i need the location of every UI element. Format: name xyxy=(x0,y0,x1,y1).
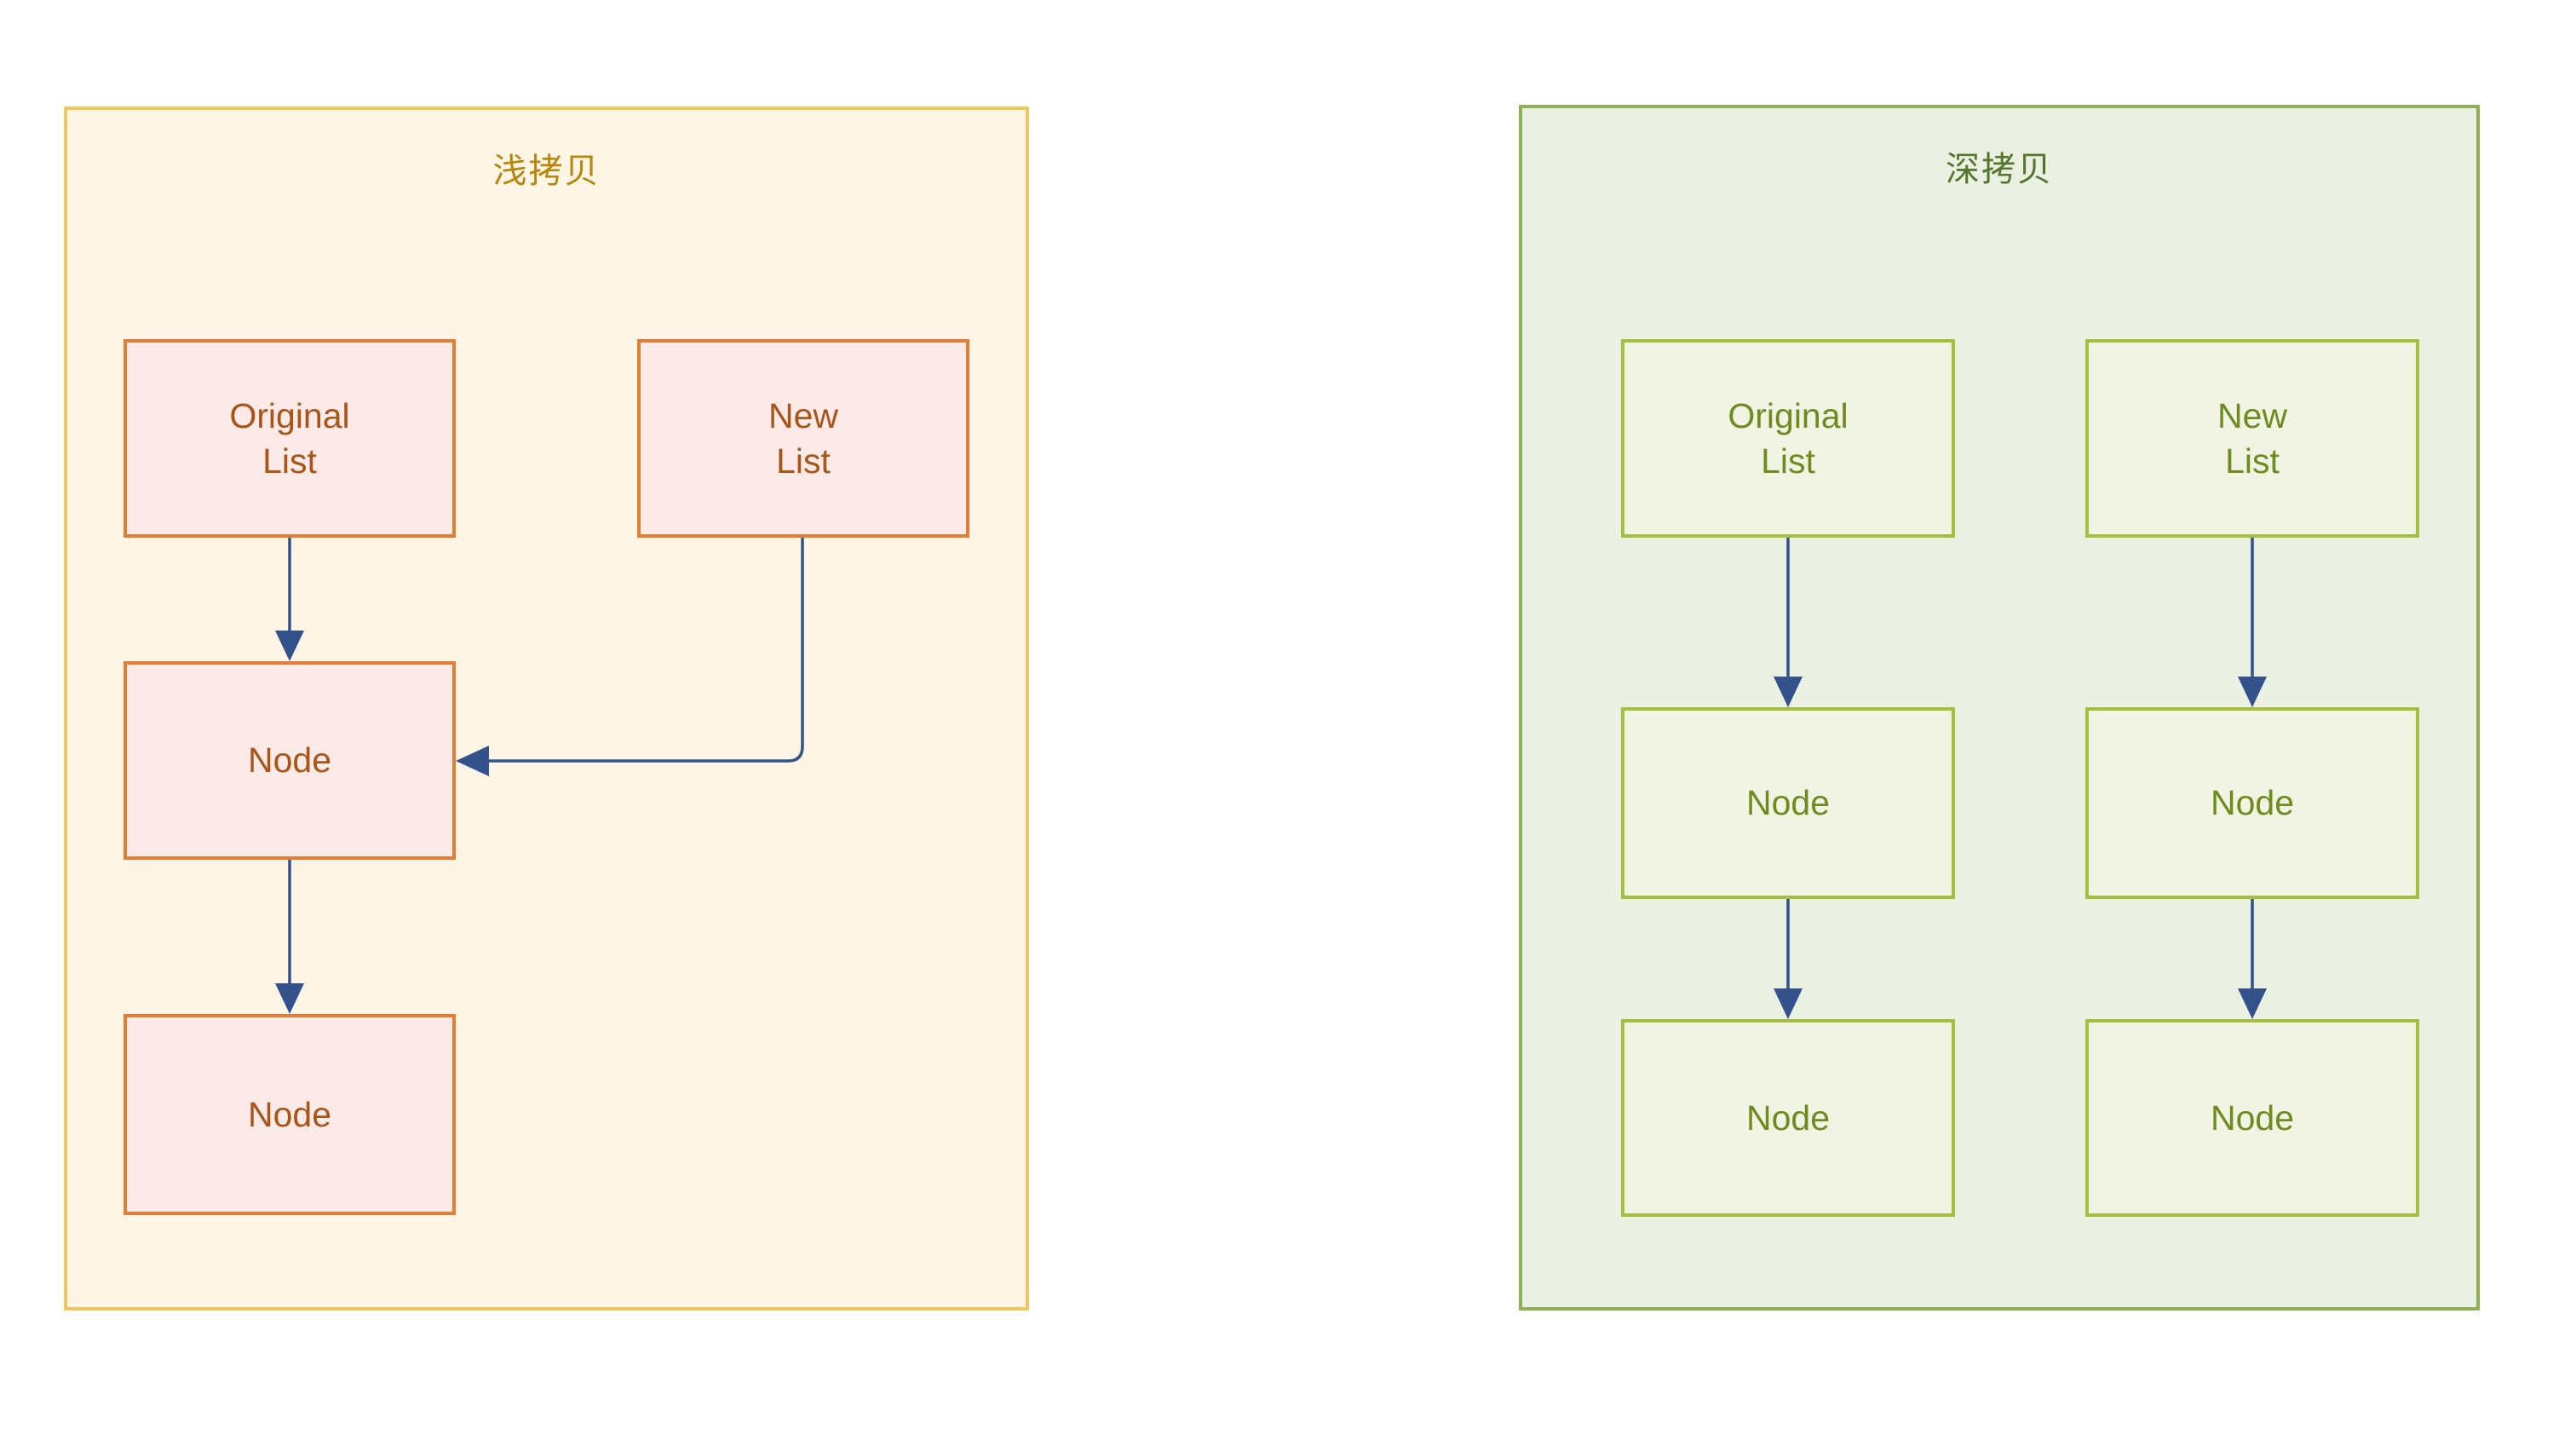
shallow-node-1-box[interactable]: Node xyxy=(124,661,456,860)
deep-new-list-box[interactable]: New List xyxy=(2085,339,2419,538)
shallow-node-2-box[interactable]: Node xyxy=(124,1014,456,1215)
deep-original-list-box[interactable]: Original List xyxy=(1621,339,1955,538)
deep-copy-title: 深拷贝 xyxy=(1946,151,2053,188)
deep-original-node-1-box[interactable]: Node xyxy=(1621,707,1955,899)
deep-new-node-1-box[interactable]: Node xyxy=(2085,707,2419,899)
deep-new-node-2-box[interactable]: Node xyxy=(2085,1019,2419,1217)
shallow-original-list-box[interactable]: Original List xyxy=(124,339,456,538)
shallow-new-list-box[interactable]: New List xyxy=(637,339,969,538)
deep-original-node-2-box[interactable]: Node xyxy=(1621,1019,1955,1217)
shallow-copy-title: 浅拷贝 xyxy=(492,153,601,190)
